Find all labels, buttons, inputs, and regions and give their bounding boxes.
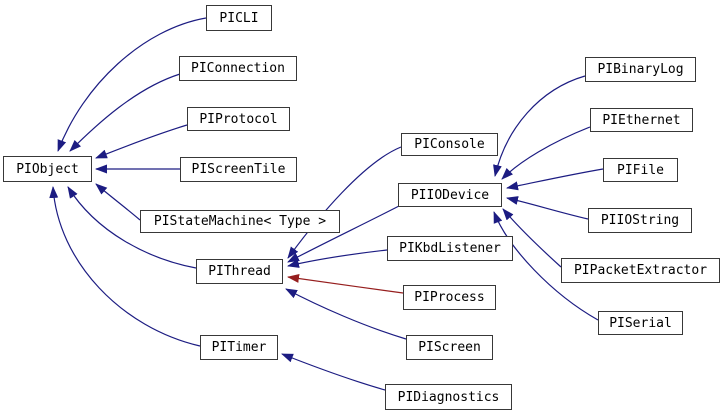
edge-pikbdlistener-to-pithread (287, 249, 388, 268)
class-name-label: PIEthernet (602, 112, 681, 128)
edge-group (49, 17, 604, 391)
node-piscreentile[interactable]: PIScreenTile (180, 157, 297, 182)
edge-piprotocol-to-piobject (95, 124, 188, 159)
class-name-label: PIScreenTile (191, 162, 286, 177)
class-name-label: PIThread (208, 264, 271, 279)
node-pitimer[interactable]: PITimer (200, 335, 278, 360)
edge-piprocess-to-pithread (287, 274, 404, 294)
class-name-label: PIConsole (414, 137, 485, 152)
edge-piserial-to-piiodevice (493, 211, 599, 321)
edge-piiostring-to-piiodevice (506, 196, 589, 220)
node-piiodevice[interactable]: PIIODevice (398, 183, 502, 207)
node-piconsole[interactable]: PIConsole (401, 133, 498, 156)
node-piconnection[interactable]: PIConnection (179, 56, 297, 81)
edge-picli-to-piobject (57, 17, 207, 152)
class-name-label: PIPacketExtractor (573, 263, 708, 278)
class-name-label: PIDiagnostics (397, 389, 500, 405)
node-pipacketextractor[interactable]: PIPacketExtractor (561, 258, 720, 283)
edge-pistatemachine-to-piobject (95, 183, 141, 221)
class-name-label: PICLI (219, 10, 259, 26)
edge-pifile-to-piiodevice (506, 168, 604, 191)
class-name-label: PIProtocol (199, 111, 278, 127)
class-name-label: PIFile (617, 162, 664, 178)
class-name-label: PIStateMachine< Type > (153, 214, 327, 229)
node-piscreen[interactable]: PIScreen (406, 335, 493, 360)
edge-pitimer-to-piobject (49, 186, 201, 347)
node-pifile[interactable]: PIFile (603, 158, 678, 182)
class-name-label: PIKbdListener (399, 241, 501, 256)
node-pithread[interactable]: PIThread (196, 259, 283, 284)
class-name-label: PISerial (609, 315, 672, 331)
node-piprocess[interactable]: PIProcess (403, 285, 496, 310)
edge-piscreen-to-pithread (285, 288, 407, 340)
node-pibinarylog[interactable]: PIBinaryLog (585, 57, 696, 82)
class-name-label: PIIOString (600, 213, 680, 228)
class-name-label: PIConnection (191, 61, 285, 76)
edge-piconnection-to-piobject (69, 73, 181, 152)
edge-pipacketextractor-to-piiodevice (502, 208, 562, 268)
class-name-label: PIObject (16, 161, 79, 177)
node-picli[interactable]: PICLI (206, 5, 272, 31)
edge-piethernet-to-piiodevice (501, 126, 591, 180)
node-piethernet[interactable]: PIEthernet (590, 108, 693, 132)
class-name-label: PIProcess (414, 290, 485, 305)
class-name-label: PIIODevice (410, 187, 490, 203)
node-piiostring[interactable]: PIIOString (588, 208, 692, 233)
node-pistatemachine[interactable]: PIStateMachine< Type > (140, 210, 340, 233)
node-piserial[interactable]: PISerial (598, 311, 683, 335)
edge-piiodevice-to-pithread (287, 205, 400, 263)
edge-pithread-to-piobject (67, 186, 197, 269)
edge-pibinarylog-to-piiodevice (493, 75, 586, 177)
class-name-label: PIBinaryLog (597, 62, 684, 77)
edge-piconsole-to-pithread (287, 146, 402, 259)
node-pidiagnostics[interactable]: PIDiagnostics (385, 384, 512, 410)
class-name-label: PIScreen (418, 340, 481, 355)
node-piobject[interactable]: PIObject (3, 156, 92, 182)
node-piprotocol[interactable]: PIProtocol (187, 107, 290, 131)
node-pikbdlistener[interactable]: PIKbdListener (387, 236, 513, 261)
class-name-label: PITimer (211, 340, 267, 355)
edge-pidiagnostics-to-pitimer (281, 353, 386, 391)
